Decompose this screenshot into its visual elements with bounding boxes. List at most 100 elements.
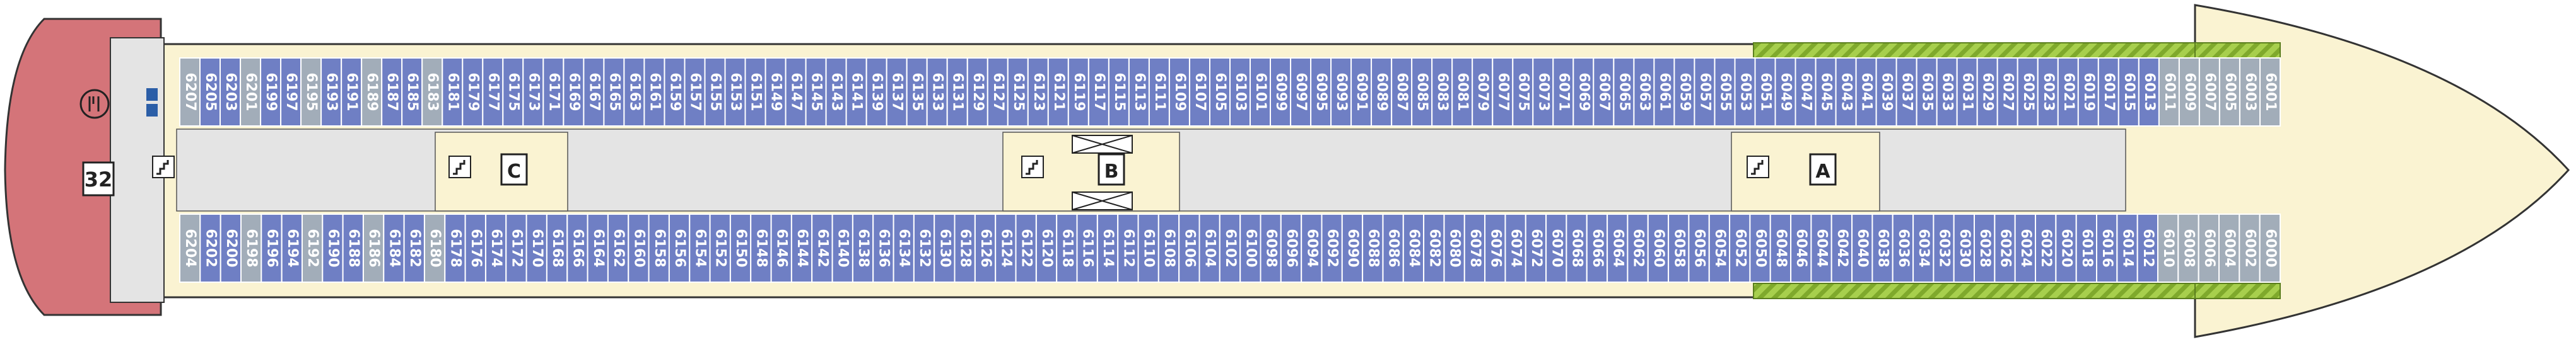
- cabin-6025[interactable]: [2017, 57, 2039, 127]
- cabin-6075[interactable]: [1512, 57, 1534, 127]
- cabin-6140[interactable]: [831, 214, 853, 283]
- cabin-6080[interactable]: [1443, 214, 1465, 283]
- cabin-6041[interactable]: [1855, 57, 1877, 127]
- cabin-6101[interactable]: [1250, 57, 1271, 127]
- cabin-6175[interactable]: [502, 57, 524, 127]
- cabin-6167[interactable]: [583, 57, 605, 127]
- cabin-6021[interactable]: [2057, 57, 2079, 127]
- cabin-6139[interactable]: [865, 57, 887, 127]
- cabin-6006[interactable]: [2198, 214, 2220, 283]
- cabin-6009[interactable]: [2178, 57, 2200, 127]
- cabin-6207[interactable]: [179, 57, 201, 127]
- cabin-6120[interactable]: [1035, 214, 1058, 283]
- cabin-6203[interactable]: [220, 57, 241, 127]
- cabin-6055[interactable]: [1714, 57, 1736, 127]
- cabin-6045[interactable]: [1815, 57, 1837, 127]
- cabin-6161[interactable]: [643, 57, 665, 127]
- cabin-6076[interactable]: [1484, 214, 1506, 283]
- cabin-6174[interactable]: [485, 214, 507, 283]
- cabin-6159[interactable]: [664, 57, 686, 127]
- cabin-6122[interactable]: [1015, 214, 1037, 283]
- cabin-6069[interactable]: [1572, 57, 1595, 127]
- cabin-6056[interactable]: [1688, 214, 1710, 283]
- cabin-6127[interactable]: [986, 57, 1009, 127]
- cabin-6015[interactable]: [2117, 57, 2140, 127]
- cabin-6037[interactable]: [1895, 57, 1917, 127]
- cabin-6031[interactable]: [1956, 57, 1978, 127]
- cabin-6026[interactable]: [1994, 214, 2016, 283]
- cabin-6116[interactable]: [1076, 214, 1098, 283]
- cabin-6201[interactable]: [240, 57, 262, 127]
- cabin-6106[interactable]: [1178, 214, 1200, 283]
- cabin-6189[interactable]: [361, 57, 383, 127]
- cabin-6034[interactable]: [1912, 214, 1935, 283]
- cabin-6104[interactable]: [1198, 214, 1221, 283]
- cabin-6058[interactable]: [1668, 214, 1690, 283]
- cabin-6158[interactable]: [648, 214, 670, 283]
- cabin-6163[interactable]: [623, 57, 645, 127]
- cabin-6149[interactable]: [764, 57, 787, 127]
- cabin-6129[interactable]: [966, 57, 988, 127]
- cabin-6138[interactable]: [852, 214, 874, 283]
- cabin-6027[interactable]: [1996, 57, 2018, 127]
- cabin-6064[interactable]: [1607, 214, 1629, 283]
- cabin-6079[interactable]: [1472, 57, 1494, 127]
- cabin-6121[interactable]: [1047, 57, 1069, 127]
- cabin-6113[interactable]: [1128, 57, 1150, 127]
- cabin-6078[interactable]: [1463, 214, 1486, 283]
- cabin-6016[interactable]: [2096, 214, 2118, 283]
- cabin-6090[interactable]: [1341, 214, 1364, 283]
- cabin-6131[interactable]: [946, 57, 968, 127]
- cabin-6062[interactable]: [1627, 214, 1649, 283]
- cabin-6130[interactable]: [934, 214, 956, 283]
- cabin-6067[interactable]: [1593, 57, 1615, 127]
- cabin-6119[interactable]: [1067, 57, 1089, 127]
- cabin-6145[interactable]: [805, 57, 827, 127]
- cabin-6195[interactable]: [300, 57, 322, 127]
- cabin-6096[interactable]: [1280, 214, 1303, 283]
- cabin-6005[interactable]: [2218, 57, 2240, 127]
- cabin-6103[interactable]: [1229, 57, 1251, 127]
- cabin-6098[interactable]: [1260, 214, 1282, 283]
- cabin-6065[interactable]: [1613, 57, 1635, 127]
- cabin-6157[interactable]: [684, 57, 706, 127]
- cabin-6194[interactable]: [281, 214, 303, 283]
- cabin-6142[interactable]: [811, 214, 833, 283]
- cabin-6111[interactable]: [1148, 57, 1170, 127]
- cabin-6144[interactable]: [790, 214, 813, 283]
- cabin-6019[interactable]: [2077, 57, 2099, 127]
- cabin-6191[interactable]: [341, 57, 363, 127]
- cabin-6171[interactable]: [542, 57, 565, 127]
- cabin-6042[interactable]: [1830, 214, 1853, 283]
- cabin-6028[interactable]: [1974, 214, 1996, 283]
- cabin-6092[interactable]: [1321, 214, 1343, 283]
- cabin-6166[interactable]: [566, 214, 588, 283]
- cabin-6086[interactable]: [1382, 214, 1404, 283]
- cabin-6155[interactable]: [704, 57, 726, 127]
- cabin-6061[interactable]: [1653, 57, 1675, 127]
- cabin-6128[interactable]: [954, 214, 976, 283]
- cabin-6070[interactable]: [1545, 214, 1567, 283]
- cabin-6180[interactable]: [424, 214, 446, 283]
- cabin-6173[interactable]: [522, 57, 544, 127]
- cabin-6087[interactable]: [1391, 57, 1413, 127]
- cabin-6063[interactable]: [1633, 57, 1655, 127]
- cabin-6059[interactable]: [1673, 57, 1695, 127]
- cabin-6036[interactable]: [1892, 214, 1914, 283]
- cabin-6049[interactable]: [1774, 57, 1796, 127]
- cabin-6044[interactable]: [1810, 214, 1832, 283]
- cabin-6097[interactable]: [1290, 57, 1312, 127]
- cabin-6115[interactable]: [1108, 57, 1130, 127]
- cabin-6125[interactable]: [1007, 57, 1029, 127]
- cabin-6000[interactable]: [2259, 214, 2281, 283]
- cabin-6136[interactable]: [872, 214, 894, 283]
- cabin-6188[interactable]: [342, 214, 364, 283]
- cabin-6185[interactable]: [401, 57, 423, 127]
- cabin-6004[interactable]: [2218, 214, 2240, 283]
- cabin-6089[interactable]: [1371, 57, 1393, 127]
- cabin-6154[interactable]: [689, 214, 711, 283]
- cabin-6020[interactable]: [2055, 214, 2077, 283]
- cabin-6137[interactable]: [886, 57, 908, 127]
- cabin-6169[interactable]: [563, 57, 585, 127]
- cabin-6043[interactable]: [1835, 57, 1857, 127]
